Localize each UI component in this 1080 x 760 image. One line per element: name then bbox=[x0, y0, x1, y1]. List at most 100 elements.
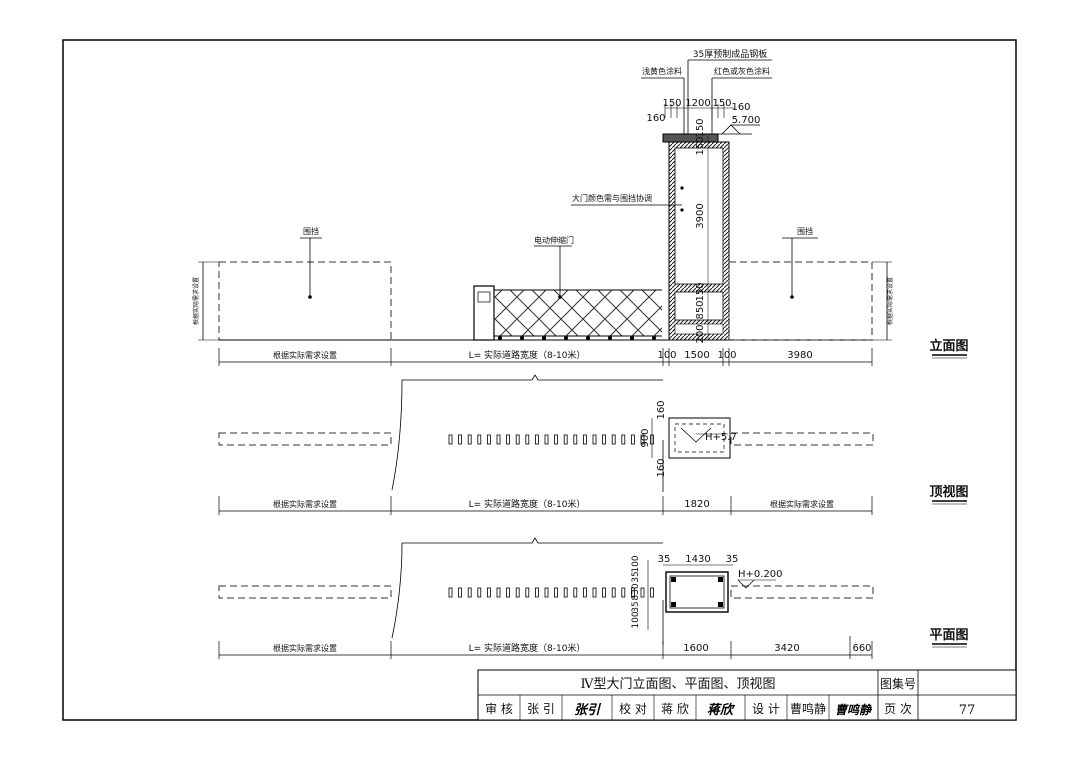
plan-gate-segment bbox=[573, 587, 578, 598]
side-height-left: 根据实际需求设置 bbox=[192, 277, 200, 325]
gate-wheel bbox=[608, 336, 612, 340]
steel-plate-label: 35厚预制成品钢板 bbox=[693, 48, 767, 60]
plan-gate-segment bbox=[583, 587, 587, 598]
elev-dim-road-width: L= 实际道路宽度（8-10米） bbox=[469, 349, 586, 361]
plan-dim-35a: 35 bbox=[658, 554, 671, 565]
dim-top-160-right: 160 bbox=[731, 102, 750, 113]
light-yellow-label: 浅黄色涂料 bbox=[642, 66, 682, 76]
dim-top-160-left: 160 bbox=[646, 113, 665, 124]
design-signature: 曹鸣静 bbox=[835, 703, 873, 717]
dim-top-150b: 150 bbox=[712, 98, 731, 109]
top-gate-segment bbox=[554, 434, 558, 445]
top-gate-segment bbox=[602, 434, 606, 445]
gate-wheel bbox=[564, 336, 568, 340]
top-dim-900: 900 bbox=[640, 428, 651, 447]
plan-gate-segment bbox=[650, 587, 654, 598]
elev-dim-1500: 1500 bbox=[684, 350, 709, 361]
plan-dim-v-830: 830 bbox=[631, 583, 641, 600]
elevation-mark: 5.700 bbox=[732, 115, 761, 126]
plan-gate-segment bbox=[563, 587, 568, 598]
plan-fence-right bbox=[730, 585, 874, 599]
electric-gate-lattice bbox=[494, 290, 662, 336]
top-gate-segment bbox=[573, 434, 578, 445]
gate-wheel bbox=[630, 336, 634, 340]
plan-gate-segment bbox=[496, 587, 501, 598]
plan-view: 35 1430 35 H+0.200 100 35 830 35 100 根据实… bbox=[218, 537, 969, 659]
plan-dim-v-35b: 35 bbox=[631, 571, 641, 582]
plan-break-line bbox=[391, 537, 663, 639]
fence-left-label: 围挡 bbox=[303, 226, 319, 236]
top-gate-segment bbox=[544, 434, 549, 445]
plan-dim-v-100a: 100 bbox=[631, 611, 641, 628]
plan-dim-v-100b: 100 bbox=[631, 555, 641, 572]
check-name: 蒋 欣 bbox=[661, 702, 689, 716]
top-gate-segment bbox=[525, 434, 530, 445]
top-gate-segment bbox=[515, 434, 520, 445]
plan-gate-segment bbox=[554, 587, 558, 598]
title-block: Ⅳ型大门立面图、平面图、顶视图 图集号 审 核 张 引 张引 校 对 蒋 欣 蒋… bbox=[477, 669, 1017, 721]
top-pillar-outline bbox=[668, 417, 731, 459]
drawing-title: Ⅳ型大门立面图、平面图、顶视图 bbox=[581, 677, 776, 692]
top-dim-road-width: L= 实际道路宽度（8-10米） bbox=[469, 498, 586, 510]
plan-pillar-outline bbox=[665, 571, 729, 613]
fence-right-label: 围挡 bbox=[797, 226, 813, 236]
top-dim-left-setting: 根据实际需求设置 bbox=[273, 499, 337, 509]
elevation-title: 立面图 bbox=[929, 338, 968, 354]
top-break-line bbox=[391, 374, 663, 491]
plan-gate-segment bbox=[611, 587, 616, 598]
electric-gate-label: 电动伸缩门 bbox=[534, 235, 574, 245]
top-gate-segment bbox=[592, 434, 597, 445]
gate-wheel bbox=[520, 336, 524, 340]
plan-gate-segment bbox=[515, 587, 520, 598]
plan-gate-segment bbox=[640, 587, 645, 598]
gate-wheel bbox=[498, 336, 502, 340]
top-dim-160a: 160 bbox=[656, 400, 667, 419]
plan-dim-35b: 35 bbox=[726, 554, 739, 565]
top-fence-right bbox=[730, 432, 874, 446]
top-dim-1820: 1820 bbox=[684, 499, 709, 510]
plan-gate-segment bbox=[544, 587, 549, 598]
review-signature: 张引 bbox=[574, 702, 602, 718]
top-gate-segment bbox=[640, 434, 645, 445]
red-gray-label: 红色或灰色涂料 bbox=[714, 66, 770, 76]
dim-v-150b: 150 bbox=[695, 136, 706, 155]
plan-gate-segment bbox=[506, 587, 511, 598]
design-name: 曹鸣静 bbox=[790, 701, 826, 716]
plan-gate-segment bbox=[477, 587, 482, 598]
gate-motor-box bbox=[473, 285, 495, 341]
elev-dim-3980: 3980 bbox=[787, 350, 812, 361]
plan-dim-1600: 1600 bbox=[683, 643, 708, 654]
plan-mark: H+0.200 bbox=[738, 569, 783, 580]
top-gate-segment bbox=[621, 434, 626, 445]
elev-dim-100b: 100 bbox=[717, 350, 736, 361]
top-fence-left bbox=[218, 432, 392, 446]
fence-left-outline bbox=[218, 261, 392, 341]
plan-gate-segment bbox=[602, 587, 606, 598]
elevation-view: 围挡 根据实际需求设置 电动伸缩门 35厚预制成品钢板 浅黄色涂料 bbox=[192, 48, 969, 366]
plan-gate-segment bbox=[525, 587, 530, 598]
plan-dim-v-35a: 35 bbox=[631, 601, 641, 612]
gate-color-label: 大门颜色需与围挡协调 bbox=[572, 193, 652, 203]
elev-dim-left-setting: 根据实际需求设置 bbox=[273, 350, 337, 360]
gate-wheel bbox=[542, 336, 546, 340]
design-label: 设 计 bbox=[752, 702, 780, 716]
plan-dim-road-width: L= 实际道路宽度（8-10米） bbox=[469, 642, 586, 654]
plan-gate-segment bbox=[486, 587, 491, 598]
dim-v-200: 200 bbox=[695, 324, 706, 343]
check-signature: 蒋欣 bbox=[707, 702, 736, 718]
plan-fence-left bbox=[218, 585, 392, 599]
plan-gate-segment bbox=[458, 587, 463, 598]
elev-dim-100a: 100 bbox=[657, 350, 676, 361]
atlas-number-label: 图集号 bbox=[880, 676, 916, 691]
top-dim-160b: 160 bbox=[656, 458, 667, 477]
fence-right-outline bbox=[728, 261, 873, 341]
top-gate-segment bbox=[506, 434, 511, 445]
review-label: 审 核 bbox=[485, 701, 513, 716]
top-view-title: 顶视图 bbox=[929, 484, 968, 500]
top-gate-segment bbox=[535, 434, 539, 445]
top-gate-segment bbox=[486, 434, 491, 445]
dim-v-3900: 3900 bbox=[695, 203, 706, 228]
top-gate-segment bbox=[496, 434, 501, 445]
gate-wheel bbox=[586, 336, 590, 340]
check-label: 校 对 bbox=[619, 701, 647, 716]
